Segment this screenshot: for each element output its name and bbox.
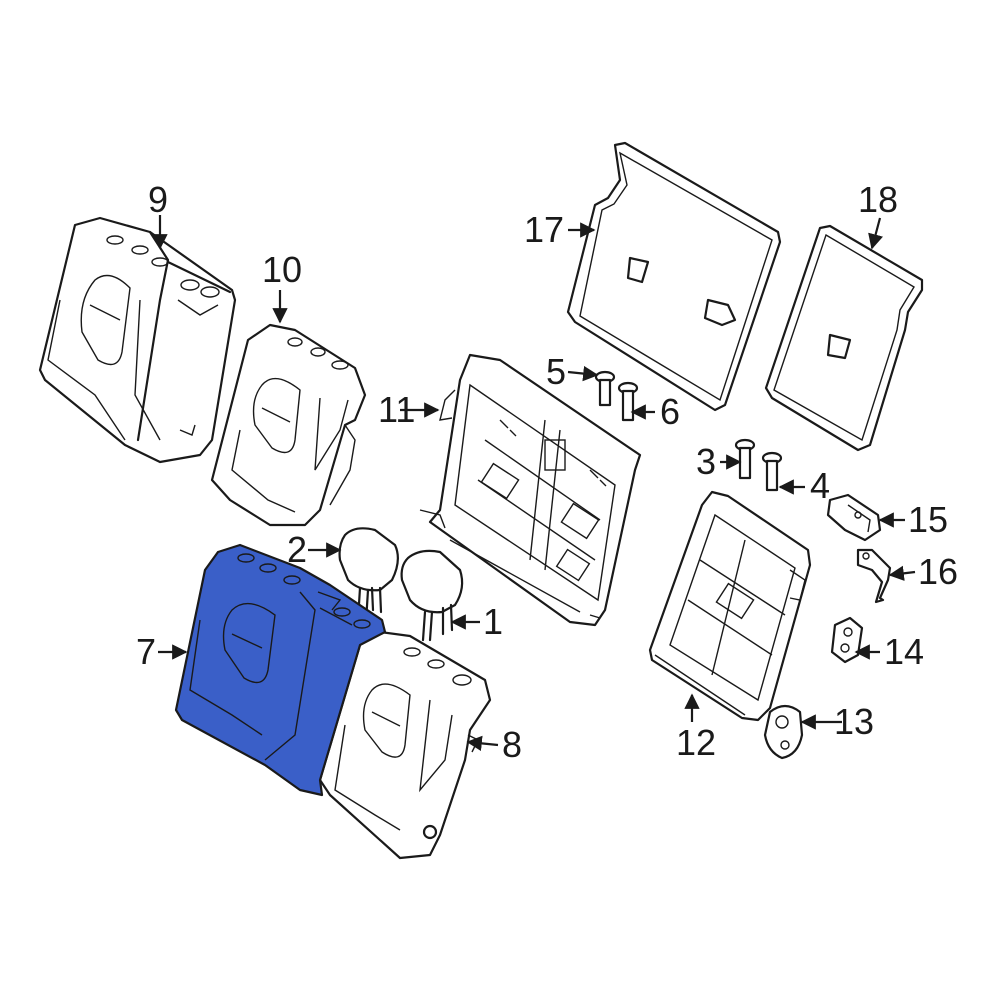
callout-9: 9	[148, 179, 168, 220]
part-6-bolt[interactable]	[617, 381, 639, 422]
part-11-seatback-frame-large[interactable]	[419, 353, 642, 627]
callout-1: 1	[483, 601, 503, 642]
callout-labels: 9 10 2 1 5 6 3 4 7 8 11 12 13 14 15 16 1…	[136, 179, 958, 765]
leader-arrows	[152, 215, 916, 752]
callout-17: 17	[524, 209, 564, 250]
part-15-bracket[interactable]	[826, 493, 882, 542]
callout-18: 18	[858, 179, 898, 220]
part-17-back-panel-large[interactable]	[566, 141, 782, 412]
part-4-bolt[interactable]	[761, 451, 783, 492]
part-7-seatback-assembly-highlighted[interactable]	[174, 543, 387, 797]
callout-2: 2	[287, 529, 307, 570]
callout-14: 14	[884, 631, 924, 672]
callout-5: 5	[546, 351, 566, 392]
callout-16: 16	[918, 551, 958, 592]
callout-3: 3	[696, 441, 716, 482]
callout-10: 10	[262, 249, 302, 290]
part-16-latch[interactable]	[856, 548, 892, 604]
part-1-headrest-right[interactable]	[400, 549, 464, 642]
part-5-bolt[interactable]	[594, 370, 616, 407]
part-9-seatback-cover-large[interactable]	[38, 216, 237, 464]
callout-11: 11	[378, 389, 415, 430]
part-3-bolt[interactable]	[734, 438, 756, 480]
part-12-seatback-frame-small[interactable]	[648, 490, 812, 722]
callout-13: 13	[834, 701, 874, 742]
callout-8: 8	[502, 724, 522, 765]
part-13-pivot-plate[interactable]	[763, 704, 804, 760]
callout-6: 6	[660, 391, 680, 432]
callout-4: 4	[810, 465, 830, 506]
part-18-back-panel-small[interactable]	[764, 224, 924, 452]
callout-15: 15	[908, 499, 948, 540]
part-14-block[interactable]	[830, 616, 864, 664]
callout-12: 12	[676, 722, 716, 763]
part-10-seatback-cover-small[interactable]	[210, 323, 367, 527]
callout-7: 7	[136, 631, 156, 672]
